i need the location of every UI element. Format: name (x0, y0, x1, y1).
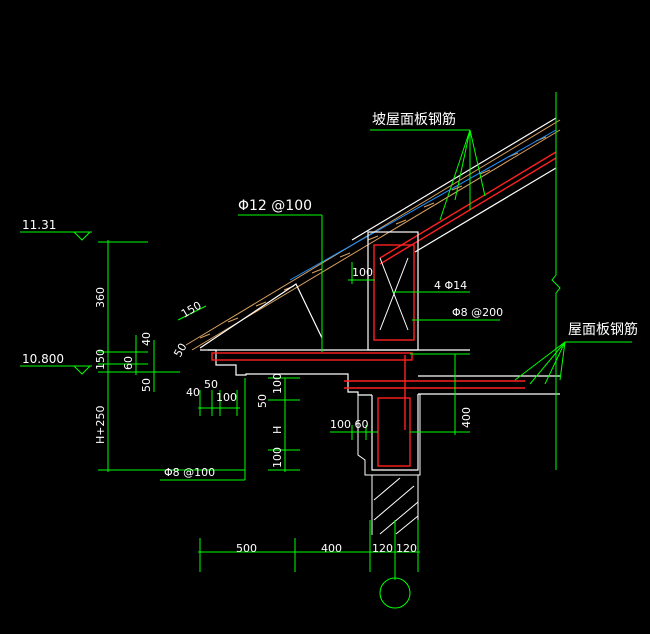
dim-h250: H+250 (94, 406, 107, 444)
slope-slab-rebar-lines (379, 151, 557, 265)
eave-slab-rebar (211, 352, 525, 389)
annotations: 坡屋面板钢筋 屋面板钢筋 Φ12 @100 4 Φ14 Φ8 @200 Φ8 @… (22, 111, 638, 479)
label-phi8-200: Φ8 @200 (452, 306, 503, 319)
dim-60: 60 (122, 356, 135, 370)
dim-50-c: 50 (256, 394, 269, 408)
dimension-text: 360 150 60 40 50 50 H+250 150 100 40 50 … (94, 266, 473, 555)
label-phi12-100: Φ12 @100 (238, 198, 312, 214)
label-slope-slab-rebar: 坡屋面板钢筋 (372, 111, 456, 128)
dim-120-b: 120 (396, 542, 417, 555)
dim-360: 360 (94, 287, 107, 308)
dim-400-bottom: 400 (321, 542, 342, 555)
dim-400-vertical: 400 (460, 407, 473, 428)
eave-slab-outline (200, 349, 560, 396)
dim-40-left: 40 (140, 332, 153, 346)
dim-50: 50 (204, 378, 218, 391)
dim-100-b: 100 (271, 373, 284, 394)
dim-150-left: 150 (94, 349, 107, 370)
label-phi8-100: Φ8 @100 (164, 466, 215, 479)
level-top: 11.31 (22, 218, 56, 232)
level-bottom: 10.800 (22, 352, 64, 366)
dim-40: 40 (186, 386, 200, 399)
dim-100-col: 100 (352, 266, 373, 279)
label-roof-slab-rebar: 屋面板钢筋 (568, 321, 638, 338)
waterproof-membrane (289, 129, 557, 281)
dim-100-a: 100 (216, 391, 237, 404)
dim-120-a: 120 (372, 542, 393, 555)
dim-500: 500 (236, 542, 257, 555)
dim-h: H (271, 426, 284, 434)
dim-100-60: 100 60 (330, 418, 369, 431)
dim-50-a: 50 (140, 378, 153, 392)
label-4-phi14: 4 Φ14 (434, 279, 467, 292)
dim-100-c: 100 (271, 447, 284, 468)
dimension-lines (20, 92, 632, 609)
dim-50-b: 50 (171, 341, 189, 360)
